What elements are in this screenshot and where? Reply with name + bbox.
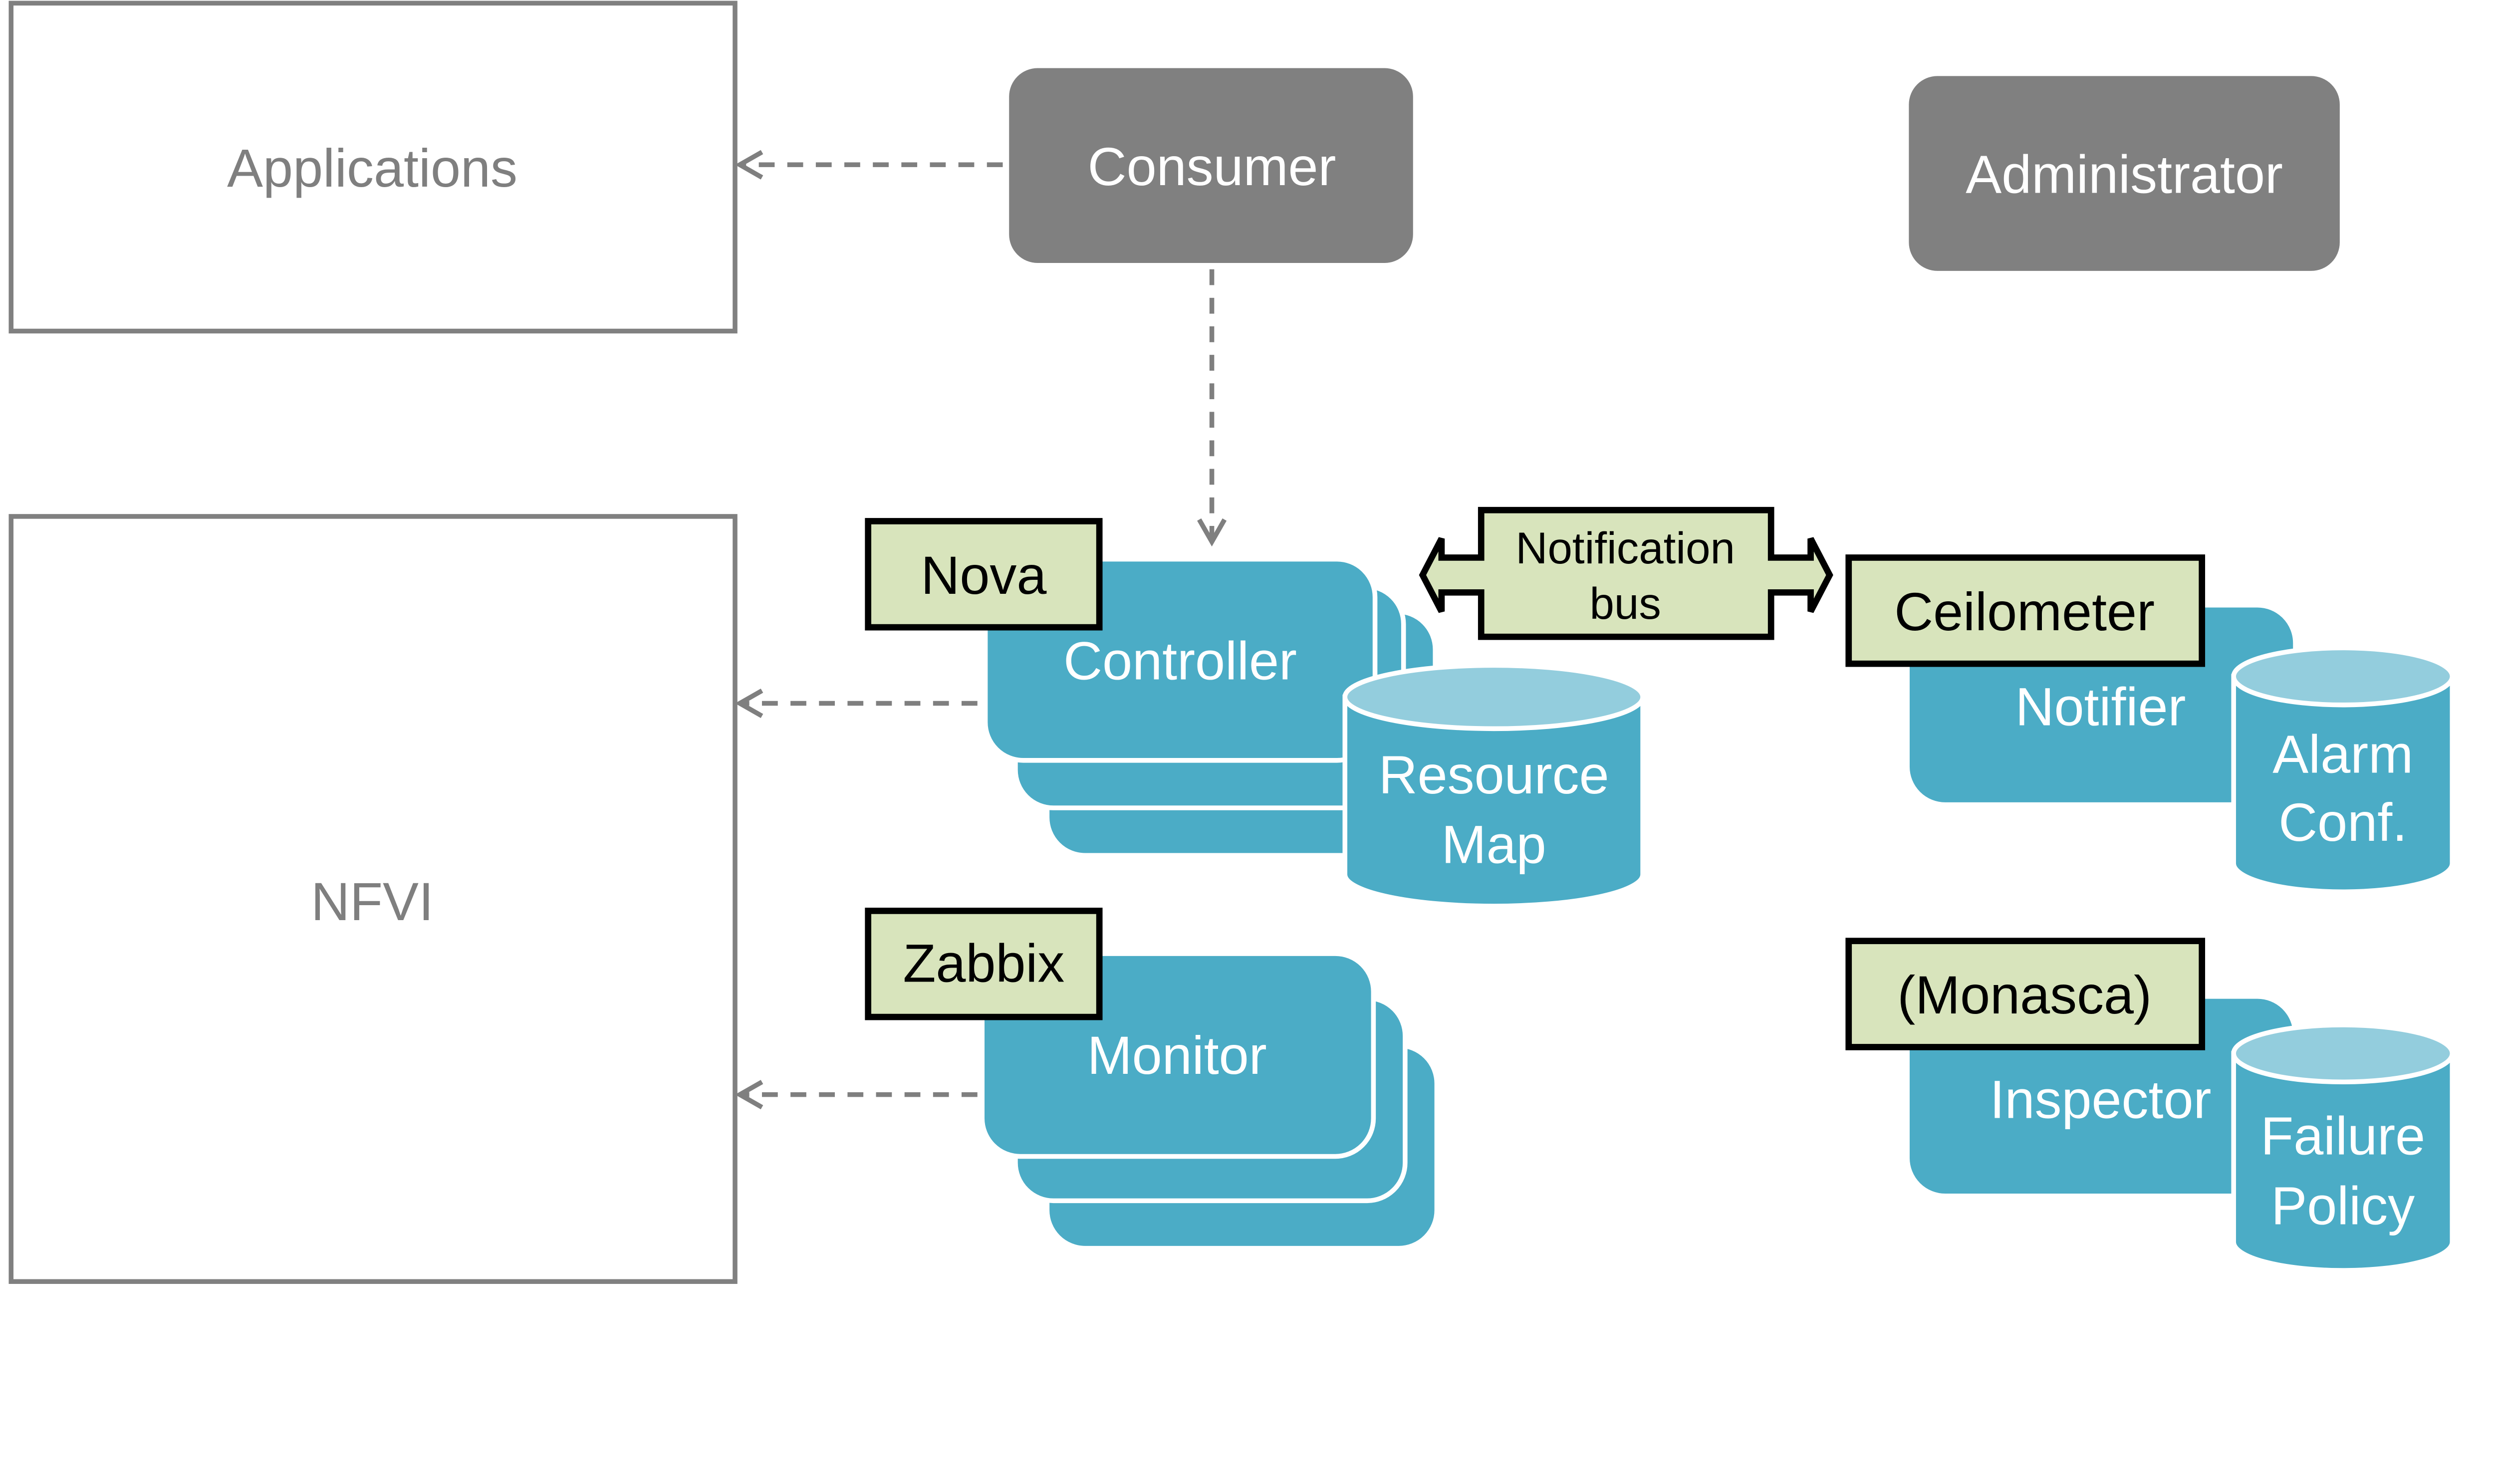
notification-bus-line-1: Notification [1515,523,1735,573]
alarm-conf-database: Alarm Conf. [2231,645,2455,895]
zabbix-label: Zabbix [903,933,1064,993]
resource-map-database: Resource Map [1342,663,1645,909]
consumer-label: Consumer [1088,136,1336,197]
failure-policy-line-2: Policy [2271,1175,2415,1236]
controller-label: Controller [1063,630,1297,691]
applications-box: Applications [8,0,738,334]
nfvi-box: NFVI [8,514,738,1284]
inspector-label: Inspector [1990,1069,2212,1130]
resource-map-line-2: Map [1442,814,1546,875]
nova-label-box: Nova [865,518,1103,631]
notification-bus: Notification bus [1419,506,1833,640]
resource-map-line-1: Resource [1379,744,1609,805]
zabbix-label-box: Zabbix [865,908,1103,1020]
ceilometer-label: Ceilometer [1894,581,2155,642]
arrow-monitor-to-nfvi [735,1080,978,1110]
notification-bus-line-2: bus [1589,579,1661,628]
applications-label: Applications [227,138,517,198]
monasca-label: (Monasca) [1897,965,2152,1025]
administrator-label: Administrator [1966,144,2283,205]
architecture-diagram: Applications NFVI Consumer Administrator… [8,0,2455,1284]
arrow-consumer-to-applications [735,150,1003,180]
monitor-stack: Monitor [980,951,1440,1251]
alarm-conf-line-1: Alarm [2272,724,2413,784]
arrow-consumer-to-controller [1197,269,1227,547]
consumer-box: Consumer [1009,68,1413,263]
monasca-label-box: (Monasca) [1845,938,2206,1050]
failure-policy-database: Failure Policy [2231,1022,2455,1273]
nfvi-label: NFVI [311,871,434,932]
arrow-controller-to-nfvi [735,688,978,719]
alarm-conf-line-2: Conf. [2278,792,2407,852]
notifier-label: Notifier [2015,676,2186,737]
administrator-box: Administrator [1909,76,2340,271]
failure-policy-line-1: Failure [2260,1106,2425,1166]
controller-stack: Controller [983,556,1438,858]
nova-label: Nova [921,545,1047,605]
monitor-label: Monitor [1087,1025,1267,1085]
ceilometer-label-box: Ceilometer [1845,554,2206,667]
